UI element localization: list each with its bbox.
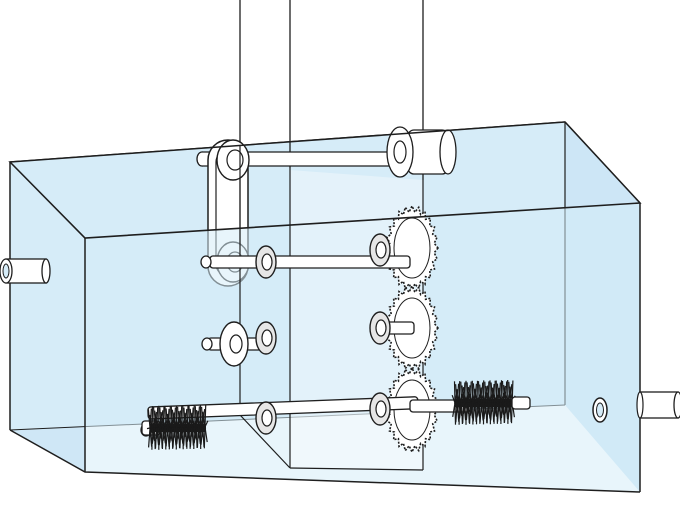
- brushR-bristle-31: [462, 402, 467, 414]
- brushR-bristle-28: [463, 382, 466, 403]
- brushL-bristle-116: [188, 426, 193, 429]
- bearing-right-2-bore: [375, 319, 387, 337]
- brushR-bristle-129: [497, 401, 502, 412]
- brushL-bristle-50: [165, 427, 169, 447]
- inlet-pipe: [0, 258, 51, 284]
- right-brush: [451, 379, 531, 425]
- bearing-left-2-bore: [261, 329, 273, 347]
- brushR-bristle-53: [469, 402, 474, 416]
- brushL-bristle-104: [186, 427, 188, 449]
- brushR-bristle-113: [491, 401, 496, 410]
- brushR-bristle-9: [455, 402, 458, 423]
- brushR-bristle-71: [477, 381, 480, 403]
- brushR-bristle-5: [451, 394, 456, 404]
- outlet-pipe: [636, 391, 680, 419]
- brushR-bristle-63: [475, 402, 478, 425]
- brushL-bristle-63: [170, 406, 173, 428]
- brushL-bristle-34: [158, 427, 162, 446]
- brushR-bristle-58: [472, 402, 476, 422]
- brushR-bristle-44: [469, 381, 472, 403]
- brushR-bristle-0: [453, 381, 456, 404]
- brushR-bristle-140: [502, 401, 507, 406]
- bearing-left-3-bore: [261, 409, 273, 427]
- brushL-bristle-112: [188, 405, 191, 428]
- brushL-bristle-29: [155, 427, 160, 440]
- mid-pulley: [219, 321, 249, 367]
- brushR-bristle-64: [473, 402, 478, 411]
- brushR-bristle-26: [460, 402, 465, 407]
- bearing-right-1-bore: [375, 241, 387, 259]
- brushR-bristle-11: [455, 384, 458, 404]
- brushR-core: [455, 399, 514, 407]
- brushL-bristle-155: [202, 411, 206, 427]
- brushL-bristle-110: [186, 427, 191, 442]
- brushR-bristle-124: [495, 401, 500, 404]
- brushL-bristle-115: [189, 427, 193, 447]
- brushL-bristle-41: [160, 412, 164, 428]
- drive-shaft: [196, 126, 457, 178]
- brushL-bristle-39: [161, 427, 164, 450]
- brushR-bristle-93: [487, 381, 490, 403]
- brushL-bristle-36: [162, 406, 165, 428]
- brushR-bristle-75: [478, 401, 482, 405]
- brushL-bristle-151: [204, 420, 209, 428]
- brushL-bristle-7: [148, 427, 153, 438]
- brushL-bristle-94: [179, 427, 184, 440]
- brushL-bristle-150: [204, 405, 207, 427]
- left-brush: [141, 404, 209, 450]
- brushR-bristle-118: [493, 402, 498, 417]
- brushR-bristle-10: [454, 402, 458, 405]
- right-brush-bristles: [451, 379, 516, 425]
- brushL-bristle-40: [159, 427, 164, 434]
- bearing-left-1-bore: [261, 253, 273, 271]
- brushL-bristle-1: [148, 427, 151, 448]
- brushL-bristle-71: [173, 427, 177, 446]
- brushL-bristle-149: [199, 424, 204, 428]
- brushR-bristle-15: [456, 402, 460, 412]
- brushR-bristle-107: [490, 402, 493, 421]
- brushL-bristle-154: [201, 426, 206, 434]
- brushR-bristle-114: [495, 380, 498, 403]
- brushR-bristle-59: [471, 401, 475, 404]
- brushR-bristle-142: [505, 381, 508, 403]
- brushR-bristle-80: [480, 402, 485, 413]
- brushL-bristle-143: [197, 426, 202, 439]
- brushL-bristle-85: [180, 406, 183, 428]
- left-brush-bristles: [146, 404, 209, 450]
- brushL-bristle-55: [168, 427, 171, 450]
- brushL-bristle-20: [156, 407, 159, 428]
- brushL-bristle-56: [166, 427, 171, 436]
- brushL-bristle-134: [197, 406, 200, 428]
- brushL-bristle-148: [200, 426, 204, 445]
- brushL-bristle-107: [186, 405, 189, 428]
- brushL-bristle-45: [162, 427, 166, 442]
- brushR-bristle-69: [476, 402, 480, 418]
- brushR-bristle-123: [497, 402, 500, 422]
- brushL-bristle-89: [177, 427, 182, 433]
- brushL-bristle-121: [190, 426, 195, 437]
- brushR-bristle-4: [452, 402, 456, 417]
- tank-front-edges: [9, 121, 641, 493]
- brushL-bristle-2: [146, 427, 151, 430]
- brushR-bristle-145: [504, 401, 509, 414]
- brushL-bristle-99: [183, 427, 186, 446]
- brushR-bristle-109: [494, 380, 496, 403]
- brushL-bristle-35: [157, 424, 162, 429]
- brushL-bristle-83: [176, 427, 180, 445]
- bearing-right-3-bore: [375, 400, 387, 418]
- brushL-bristle-101: [183, 407, 186, 428]
- gear-top-hub: [393, 217, 431, 279]
- bearings: [255, 233, 391, 435]
- drain-hole: [592, 397, 608, 423]
- brushL-bristle-105: [184, 427, 188, 435]
- brushR-bristle-47: [469, 402, 471, 424]
- brushR-bristle-119: [493, 394, 498, 403]
- brushR-bristle-65: [474, 388, 478, 403]
- brushR-bristle-112: [493, 402, 496, 424]
- brushL-bristle-153: [203, 426, 206, 449]
- brushR-bristle-125: [496, 383, 500, 403]
